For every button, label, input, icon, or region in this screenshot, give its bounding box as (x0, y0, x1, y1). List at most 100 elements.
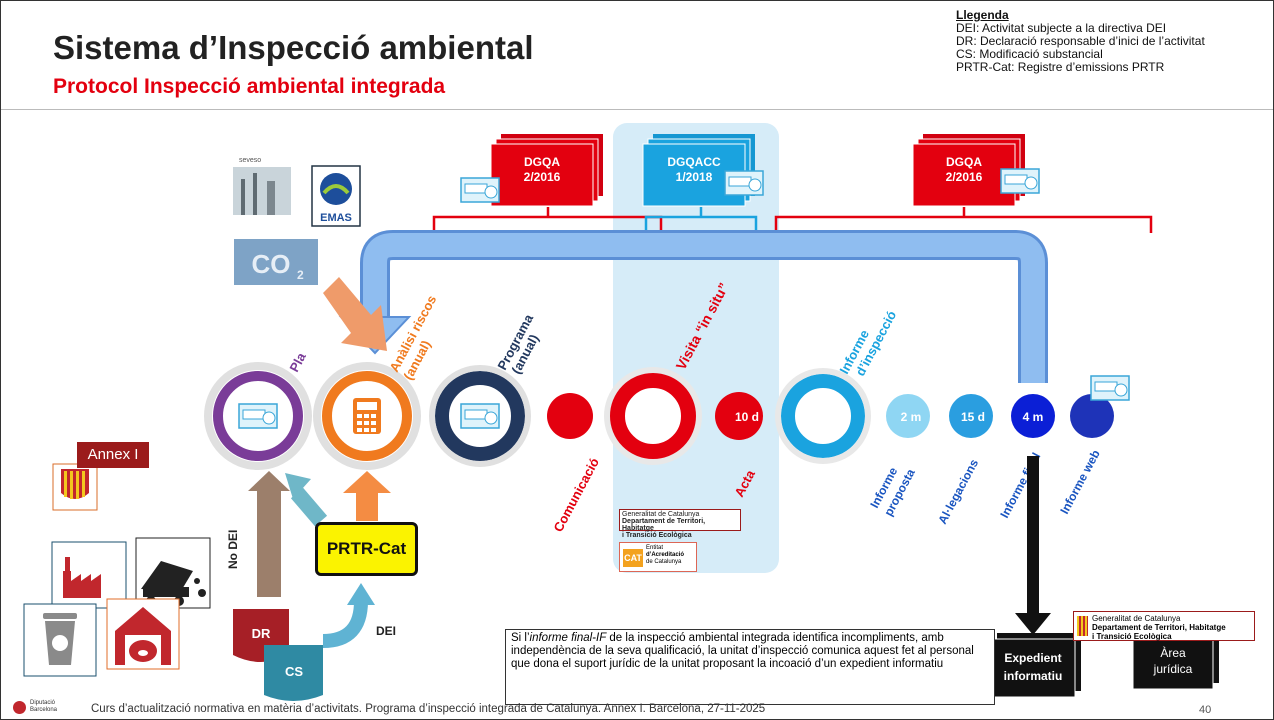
label-pla: Pla (286, 349, 309, 374)
step-pla (204, 362, 312, 470)
area-line2: jurídica (1153, 662, 1193, 676)
dei-arrow (322, 600, 368, 648)
legend-title: Llegenda (956, 8, 1009, 22)
doc-dgqa-2-line1: DGQA (946, 155, 982, 169)
prtr-up-arrow (356, 491, 378, 521)
step-comunicacio (547, 393, 593, 439)
diputacio-line2: Barcelona (30, 707, 58, 713)
gencat-logo-small: Generalitat de Catalunya Departament de … (619, 509, 741, 539)
gencat-large-line2: Departament de Territori, Habitatge (1092, 623, 1226, 632)
co2-logo: CO 2 (234, 239, 318, 285)
doc-dgqa-1: DGQA 2/2016 (460, 134, 603, 207)
duration-10d: 10 d (735, 410, 759, 424)
duration-15d: 15 d (961, 410, 985, 424)
recycle-bin-icon (23, 603, 97, 677)
acat-line3: de Catalunya (646, 559, 682, 565)
www-icon (460, 403, 500, 429)
step-analisi (313, 362, 421, 470)
acat-line2: d’Acreditació (646, 552, 685, 558)
prtr-to-analisi-arrow (290, 487, 328, 527)
step-visita (604, 367, 702, 465)
legend-item: CS: Modificació substancial (956, 47, 1103, 61)
label-no-dei: No DEI (226, 530, 240, 569)
expedient-line1: Expedient (1004, 651, 1061, 665)
step-allegacions: 15 d (949, 394, 993, 438)
doc-dgqa-1-line2: 2/2016 (524, 170, 561, 184)
acat-logo: CAT Entitat d’Acreditació de Catalunya (619, 542, 697, 572)
step-web (1070, 375, 1130, 438)
note-text-post: de la inspecció ambiental integrada iden… (511, 632, 974, 670)
note-text-emphasis: informe final-IF (529, 632, 607, 644)
seveso-logo: seveso (233, 157, 291, 215)
step-final: 4 m (1011, 394, 1055, 438)
page-title: Sistema d’Inspecció ambiental (53, 29, 534, 66)
emas-logo: EMAS (311, 165, 361, 227)
doc-dgqa-2: DGQA 2/2016 (912, 134, 1040, 207)
bracket-dgqacc (644, 207, 758, 233)
www-icon (460, 177, 500, 203)
duration-2m: 2 m (901, 410, 922, 424)
label-allegacions: Al·legacions (935, 457, 981, 527)
legend: Llegenda DEI: Activitat subjecte a la di… (956, 9, 1205, 74)
co2-label: CO (252, 249, 291, 279)
legend-item: DEI: Activitat subjecte a la directiva D… (956, 21, 1167, 35)
gencat-large-line1: Generalitat de Catalunya (1092, 614, 1181, 623)
step-informe (775, 368, 871, 464)
cs-block (264, 645, 323, 701)
step-acta: 10 d (715, 392, 763, 440)
gencat-small-line3: i Transició Ecològica (622, 532, 692, 539)
duration-4m: 4 m (1023, 410, 1044, 424)
gencat-small-line2: Departament de Territori, Habitatge (622, 518, 706, 532)
doc-dgqa-1-line1: DGQA (524, 155, 560, 169)
label-comunicacio: Comunicació (550, 455, 602, 534)
dump-truck-icon (135, 537, 211, 609)
svg-text:2: 2 (297, 268, 304, 282)
expedient-informatiu-block: Expedient informatiu (990, 633, 1081, 698)
page-subtitle: Protocol Inspecció ambiental integrada (53, 75, 446, 98)
no-dei-arrow (257, 487, 281, 597)
www-icon (1000, 168, 1040, 194)
step-proposta: 2 m (886, 394, 930, 438)
www-icon (1090, 375, 1130, 401)
bracket-dgqa-2 (774, 207, 1153, 233)
legend-item: PRTR-Cat: Registre d’emissions PRTR (956, 60, 1165, 74)
emas-label: EMAS (320, 212, 352, 224)
www-icon (238, 403, 278, 429)
header-divider (1, 109, 1273, 110)
label-dei: DEI (376, 624, 396, 638)
diputacio-mark-icon (13, 701, 26, 714)
prtr-cat-box: PRTR-Cat (315, 522, 418, 576)
footer-text: Curs d’actualització normativa en matèri… (91, 703, 766, 715)
legend-item: DR: Declaració responsable d’inici de l’… (956, 34, 1205, 48)
doc-dgqacc-line2: 1/2018 (676, 170, 713, 184)
informe-final-note: Si l’informe final-IF de la inspecció am… (505, 629, 995, 705)
catalan-flag-icon (1077, 616, 1088, 636)
expedient-line2: informatiu (1004, 669, 1063, 683)
area-line1: Àrea (1160, 645, 1186, 660)
feedback-arrow-fill (363, 233, 1045, 383)
doc-dgqa-2-line2: 2/2016 (946, 170, 983, 184)
doc-dgqacc-line1: DGQACC (667, 155, 721, 169)
catalonia-shield-icon (52, 463, 98, 511)
annex-badge: Annex I (77, 442, 149, 468)
seveso-label: seveso (239, 157, 261, 164)
label-cs: CS (285, 664, 303, 679)
final-down-arrow (1027, 456, 1039, 616)
label-web: Informe web (1057, 447, 1103, 516)
gencat-small-line1: Generalitat de Catalunya (622, 511, 700, 518)
gencat-logo-large: Generalitat de Catalunya Departament de … (1073, 611, 1255, 641)
risk-input-arrow (323, 277, 387, 351)
acat-mark: CAT (623, 549, 643, 567)
label-dr: DR (252, 626, 271, 641)
acat-line1: Entitat (646, 545, 664, 551)
page-number: 40 (1199, 704, 1212, 716)
gencat-large-line3: i Transició Ecològica (1092, 632, 1172, 641)
www-icon (724, 170, 764, 196)
step-programa (429, 365, 531, 467)
factory-icon (51, 541, 127, 609)
diputacio-line1: Diputació (30, 700, 56, 706)
